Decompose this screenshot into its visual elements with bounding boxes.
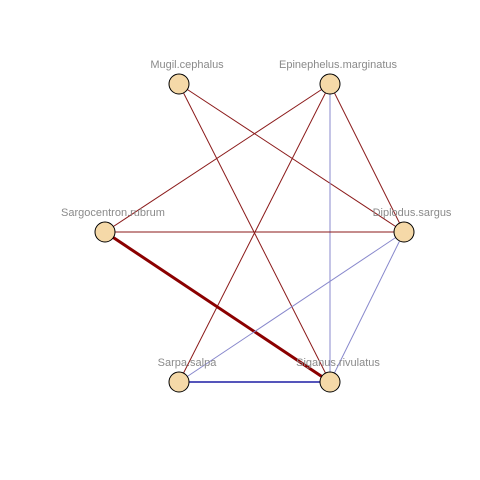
node-label-epinephelus: Epinephelus.marginatus (279, 59, 398, 71)
node-label-siganus: Siganus.rivulatus (296, 357, 380, 369)
edge-epinephelus-diplodus (329, 83, 405, 233)
node-diplodus[interactable] (393, 221, 415, 243)
edge-mugil-diplodus (178, 83, 405, 233)
label-layer: Mugil.cephalus Epinephelus.marginatusDipl… (61, 59, 452, 369)
edge-sargocentron-siganus (104, 230, 331, 384)
node-label-mugil: Mugil.cephalus (150, 59, 224, 71)
node-mugil[interactable] (168, 73, 190, 95)
edge-diplodus-sarpa (178, 231, 405, 383)
node-sargocentron[interactable] (94, 221, 116, 243)
node-epinephelus[interactable] (319, 73, 341, 95)
edge-epinephelus-sarpa (178, 83, 331, 383)
node-label-sarpa: Sarpa.salpa (158, 357, 218, 369)
node-sarpa[interactable] (168, 371, 190, 393)
edge-diplodus-siganus (329, 231, 405, 383)
node-label-sargocentron: Sargocentron.rubrum (61, 207, 165, 219)
edge-layer (104, 83, 405, 384)
node-siganus[interactable] (319, 371, 341, 393)
node-layer (94, 73, 415, 393)
edge-epinephelus-sargocentron (104, 83, 331, 233)
node-label-diplodus: Diplodus.sargus (373, 207, 452, 219)
